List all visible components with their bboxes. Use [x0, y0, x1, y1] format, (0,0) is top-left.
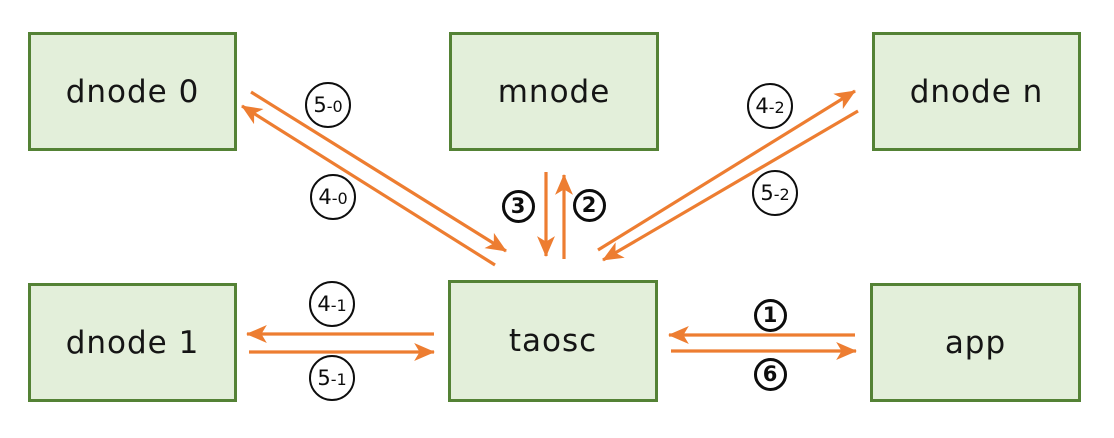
edge-label-text: 5-2: [760, 180, 790, 205]
node-label: dnode 0: [65, 73, 200, 110]
edge-label-text: 2: [581, 192, 597, 217]
edge-label-text: 6: [762, 361, 778, 386]
node-label: dnode n: [909, 73, 1044, 110]
edge-label-5-0: 5-0: [305, 82, 351, 128]
edge-label-4-2: 4-2: [747, 83, 793, 129]
edge-label-1: 1: [753, 298, 787, 332]
node-taosc: taosc: [448, 280, 658, 402]
node-label: taosc: [508, 323, 598, 359]
edge-label-text: 5-0: [313, 92, 343, 117]
edge-4-0-arrow: [241, 104, 496, 267]
edge-label-text: 1: [762, 302, 778, 327]
node-label: dnode 1: [65, 324, 200, 361]
edge-4-2-arrow: [597, 89, 856, 252]
node-dnode1: dnode 1: [28, 283, 237, 402]
edge-5-2-arrow: [602, 109, 859, 262]
edge-label-3: 3: [501, 189, 535, 223]
edge-label-4-1: 4-1: [309, 281, 355, 327]
edge-label-text: 4-2: [755, 93, 785, 118]
edge-label-5-1: 5-1: [309, 355, 355, 401]
node-mnode: mnode: [449, 32, 659, 151]
node-app: app: [870, 283, 1081, 402]
edge-label-4-0: 4-0: [310, 174, 356, 220]
edge-label-text: 5-1: [317, 365, 347, 390]
edge-label-6: 6: [753, 357, 787, 391]
node-dnode0: dnode 0: [28, 32, 237, 151]
edge-label-5-2: 5-2: [752, 170, 798, 216]
edge-label-2: 2: [572, 188, 606, 222]
edge-label-text: 4-1: [317, 291, 347, 316]
edge-5-0-arrow: [250, 90, 507, 253]
node-label: app: [944, 324, 1007, 361]
edge-label-text: 3: [510, 193, 526, 218]
edge-label-text: 4-0: [318, 184, 348, 209]
node-label: mnode: [497, 73, 611, 110]
node-dnoden: dnode n: [872, 32, 1081, 151]
